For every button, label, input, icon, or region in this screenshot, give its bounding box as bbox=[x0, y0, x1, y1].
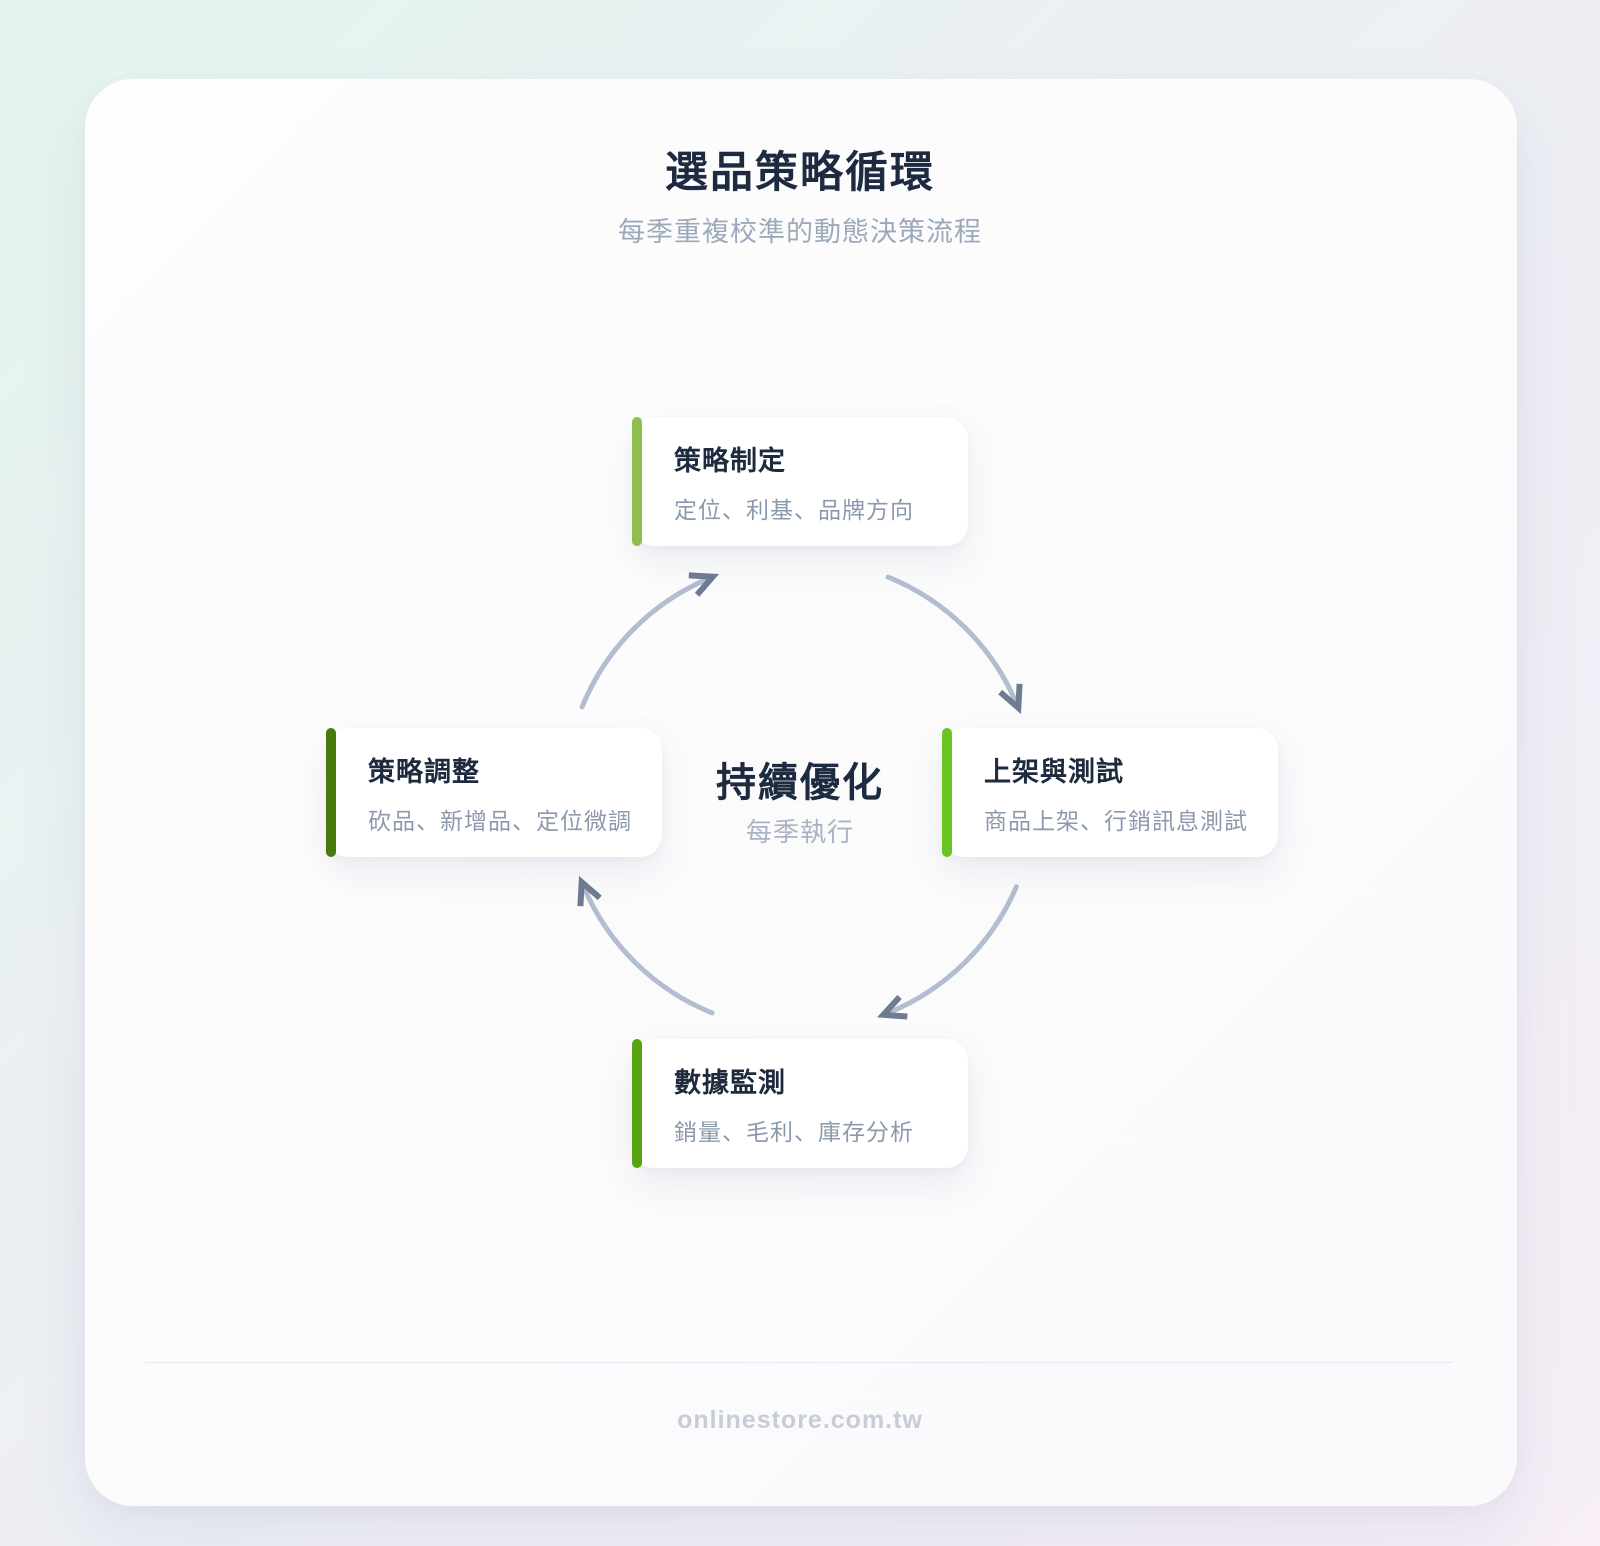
card-accent-bar bbox=[942, 728, 952, 857]
step-title: 上架與測試 bbox=[984, 756, 1124, 787]
step-card-strategy-definition: 策略制定 定位、利基、品牌方向 bbox=[632, 417, 968, 546]
step-subtitle: 商品上架、行銷訊息測試 bbox=[984, 807, 1248, 834]
step-card-strategy-adjustment: 策略調整 砍品、新增品、定位微調 bbox=[326, 728, 662, 857]
card-accent-bar bbox=[632, 1039, 642, 1168]
step-subtitle: 定位、利基、品牌方向 bbox=[674, 496, 914, 523]
arrow-right-to-bottom-icon bbox=[877, 884, 1019, 1020]
page-title: 選品策略循環 bbox=[665, 149, 935, 197]
cycle-center-subtitle: 每季執行 bbox=[745, 817, 854, 847]
cycle-center-title: 持續優化 bbox=[716, 761, 884, 805]
step-subtitle: 銷量、毛利、庫存分析 bbox=[674, 1118, 914, 1145]
step-title: 策略制定 bbox=[674, 445, 786, 476]
footer-website: onlinestore.com.tw bbox=[677, 1406, 923, 1434]
content-panel bbox=[85, 79, 1517, 1506]
step-subtitle: 砍品、新增品、定位微調 bbox=[368, 807, 632, 834]
footer-divider bbox=[145, 1362, 1453, 1363]
arrow-left-to-top-icon bbox=[579, 572, 720, 710]
step-title: 數據監測 bbox=[674, 1067, 786, 1098]
page-subtitle: 每季重複校準的動態決策流程 bbox=[618, 217, 982, 247]
arrow-bottom-to-left-icon bbox=[577, 875, 715, 1016]
step-title: 策略調整 bbox=[368, 756, 480, 787]
card-accent-bar bbox=[326, 728, 336, 857]
step-card-data-monitoring: 數據監測 銷量、毛利、庫存分析 bbox=[632, 1039, 968, 1168]
arrow-top-to-right-icon bbox=[885, 574, 1023, 715]
step-card-launch-and-test: 上架與測試 商品上架、行銷訊息測試 bbox=[942, 728, 1278, 857]
card-accent-bar bbox=[632, 417, 642, 546]
